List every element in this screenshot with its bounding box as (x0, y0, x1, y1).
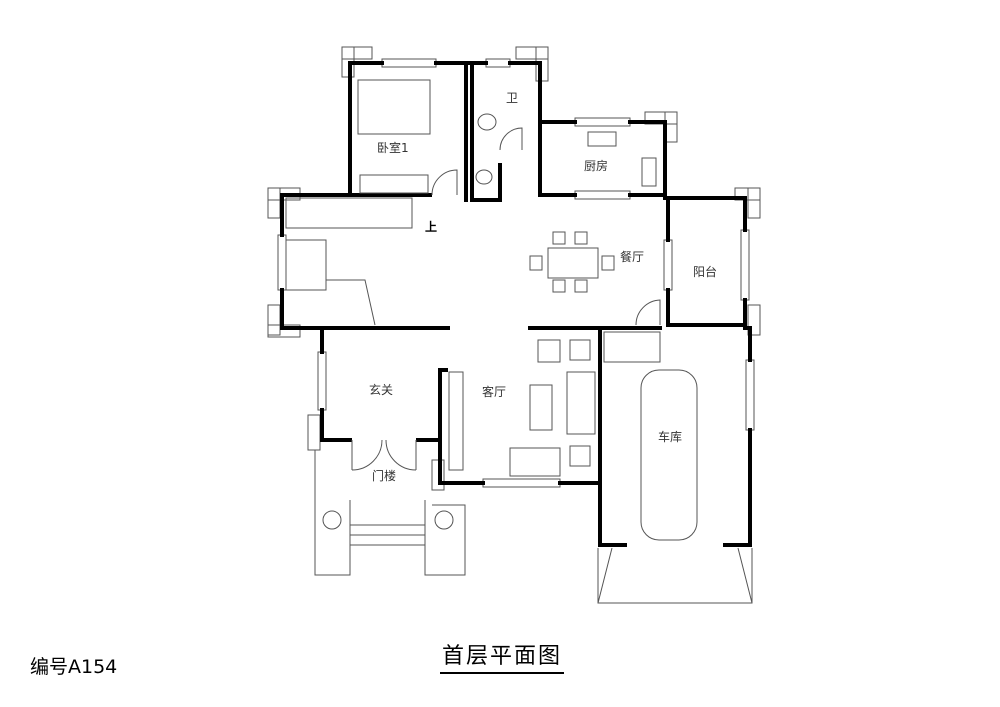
wardrobe (359, 174, 429, 194)
plan-title: 首层平面图 (440, 638, 565, 674)
toilet (477, 113, 497, 131)
label-porch: 门楼 (372, 468, 396, 483)
entry-door (351, 439, 417, 471)
stair-upper (285, 197, 413, 229)
label-bedroom: 卧室1 (377, 140, 409, 155)
stove (641, 157, 657, 187)
tv-cabinet (448, 371, 464, 471)
label-kitchen: 厨房 (584, 158, 608, 173)
label-garage: 车库 (658, 429, 682, 444)
sink (587, 131, 617, 147)
walls (280, 61, 752, 547)
bed (357, 79, 431, 135)
label-dining: 餐厅 (620, 249, 644, 264)
coffee-table (529, 384, 553, 431)
bedroom-door (431, 169, 458, 196)
pillars (267, 46, 761, 491)
label-stair-up: 上 (425, 219, 437, 234)
armchair (537, 339, 561, 363)
garage-steps (603, 331, 661, 363)
label-living: 客厅 (482, 384, 506, 399)
dining-table (547, 247, 599, 279)
bath-door (499, 127, 523, 151)
loveseat (509, 447, 561, 477)
sofa (566, 371, 596, 435)
label-bath: 卫 (506, 91, 518, 105)
driveway (597, 547, 753, 604)
label-balcony: 阳台 (693, 264, 717, 279)
stair-lower (285, 239, 327, 291)
furniture (285, 79, 753, 604)
car (640, 369, 698, 541)
basin (475, 169, 493, 185)
dining-door (635, 299, 661, 326)
label-foyer: 玄关 (369, 382, 393, 397)
plan-code: 编号A154 (30, 656, 118, 678)
